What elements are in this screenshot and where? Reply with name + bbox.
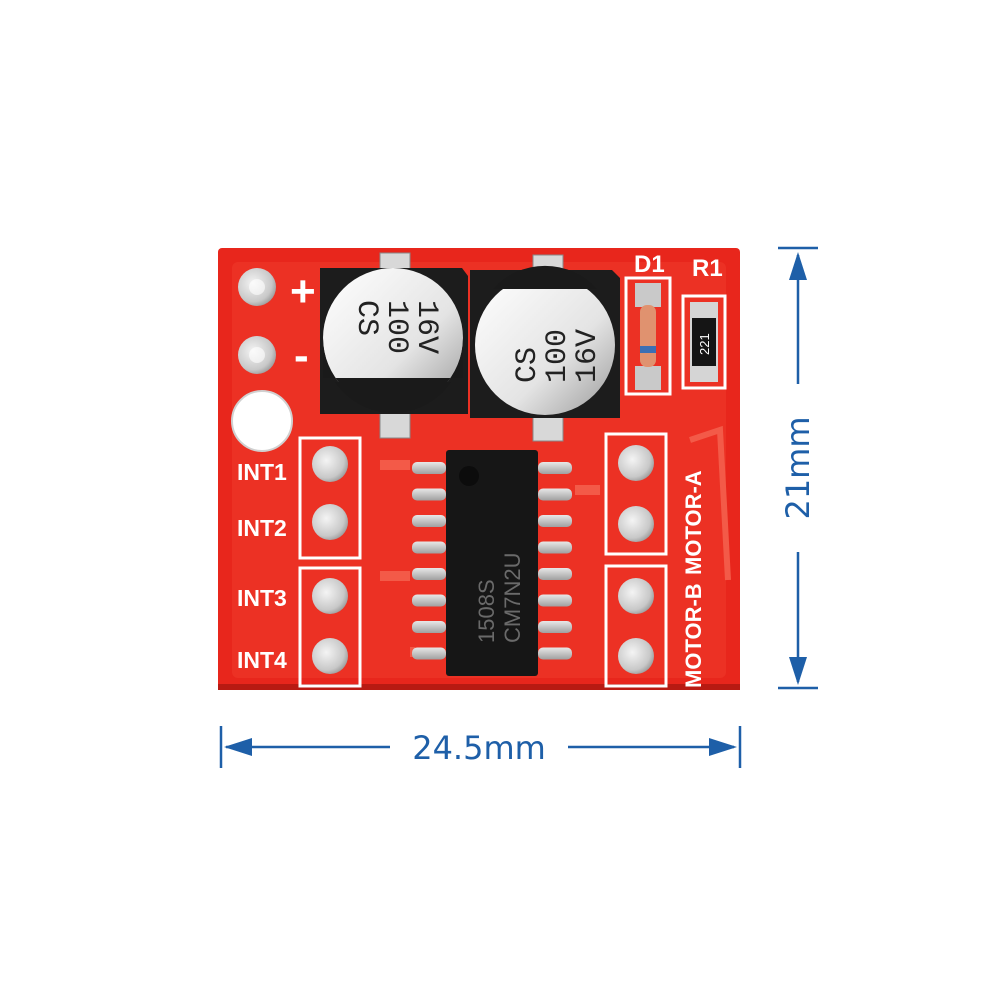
chip-pin bbox=[538, 621, 572, 633]
mounting-hole bbox=[231, 390, 293, 452]
minus-label: - bbox=[294, 331, 309, 380]
input-header-pins bbox=[312, 446, 348, 674]
chip-line2: CM7N2U bbox=[500, 553, 525, 643]
chip-pin bbox=[538, 568, 572, 580]
cap-right-line2: 100 bbox=[541, 329, 575, 383]
diode-d1 bbox=[624, 276, 672, 396]
chip-pin bbox=[538, 488, 572, 501]
motor-header-pins bbox=[618, 445, 654, 674]
power-minus-pad bbox=[238, 336, 276, 374]
d1-label: D1 bbox=[634, 251, 665, 278]
chip-pin bbox=[412, 462, 446, 474]
cap-left-line2: 100 bbox=[379, 300, 413, 354]
chip-pin bbox=[538, 541, 572, 554]
height-label: 21mm bbox=[779, 416, 817, 519]
ic-chip: 1508S CM7N2U bbox=[412, 450, 572, 676]
chip-pin bbox=[412, 515, 446, 527]
cap-left-line1: CS bbox=[349, 300, 383, 336]
height-dimension bbox=[778, 246, 818, 690]
cap-right-line1: CS bbox=[511, 347, 545, 383]
chip-line1: 1508S bbox=[474, 579, 499, 643]
width-dimension bbox=[219, 726, 742, 768]
width-label: 24.5mm bbox=[412, 729, 546, 767]
r1-label: R1 bbox=[692, 255, 723, 282]
chip-pin bbox=[412, 621, 446, 633]
int1-label: INT1 bbox=[237, 459, 287, 485]
resistor-code: 221 bbox=[697, 333, 712, 355]
plus-label: + bbox=[290, 267, 316, 316]
int2-label: INT2 bbox=[237, 515, 287, 541]
power-plus-pad bbox=[238, 268, 276, 306]
motor-b-label: MOTOR-B bbox=[681, 583, 706, 688]
capacitor-right: CS 100 16V bbox=[470, 254, 620, 442]
chip-pin bbox=[412, 488, 446, 501]
chip-pin bbox=[538, 647, 572, 660]
chip-pin bbox=[538, 515, 572, 527]
resistor-r1: 221 bbox=[681, 294, 727, 390]
chip-pin bbox=[412, 647, 446, 660]
chip-pin bbox=[412, 568, 446, 580]
cap-left-line3: 16V bbox=[409, 300, 443, 354]
capacitor-left: CS 100 16V bbox=[320, 252, 468, 439]
motor-a-label: MOTOR-A bbox=[681, 470, 706, 575]
chip-pin bbox=[412, 594, 446, 607]
chip-pin bbox=[538, 594, 572, 607]
int3-label: INT3 bbox=[237, 585, 287, 611]
cap-right-line3: 16V bbox=[571, 329, 605, 383]
chip-pin bbox=[412, 541, 446, 554]
chip-pin bbox=[538, 462, 572, 474]
int4-label: INT4 bbox=[237, 647, 287, 673]
